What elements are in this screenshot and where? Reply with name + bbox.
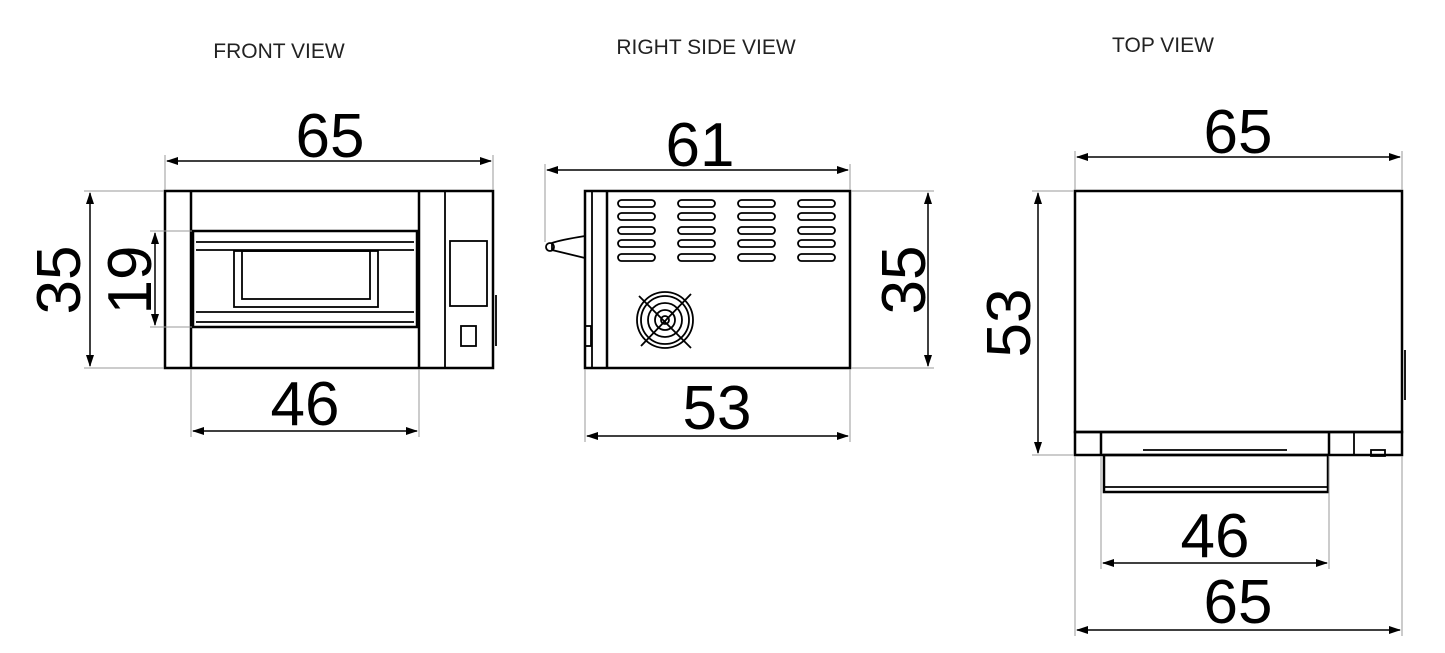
side-view-title: RIGHT SIDE VIEW (616, 36, 795, 59)
front-view: FRONT VIEW 65 35 19 (25, 40, 497, 439)
top-view-title: TOP VIEW (1112, 34, 1214, 57)
front-view-oven (163, 189, 497, 370)
vent-slots (617, 199, 836, 262)
front-height-label: 35 (25, 246, 94, 315)
front-dimensions: 65 35 19 46 (25, 102, 494, 439)
door-width-label: 46 (271, 370, 340, 439)
side-overall-depth-label: 61 (666, 111, 735, 180)
fan-grille-icon (636, 291, 694, 349)
drawer-width-label: 46 (1181, 502, 1250, 571)
door-height-label: 19 (96, 246, 165, 315)
side-body-depth-label: 53 (683, 374, 752, 443)
side-dimensions: 61 35 53 (544, 111, 939, 443)
top-depth-label: 53 (975, 289, 1044, 358)
side-view-oven (545, 189, 852, 370)
door-handle (551, 235, 586, 259)
bottom-width-label: 65 (1204, 568, 1273, 637)
top-view-oven (1073, 189, 1406, 494)
front-width-label: 65 (296, 102, 365, 171)
control-display (449, 240, 488, 307)
front-view-title: FRONT VIEW (213, 40, 345, 63)
side-height-label: 35 (870, 246, 939, 315)
top-dimensions: 65 53 46 65 (975, 98, 1403, 637)
top-view: TOP VIEW 65 53 46 65 (975, 34, 1406, 637)
side-view: RIGHT SIDE VIEW (544, 36, 939, 443)
top-width-label: 65 (1204, 98, 1273, 167)
power-switch (460, 325, 477, 347)
